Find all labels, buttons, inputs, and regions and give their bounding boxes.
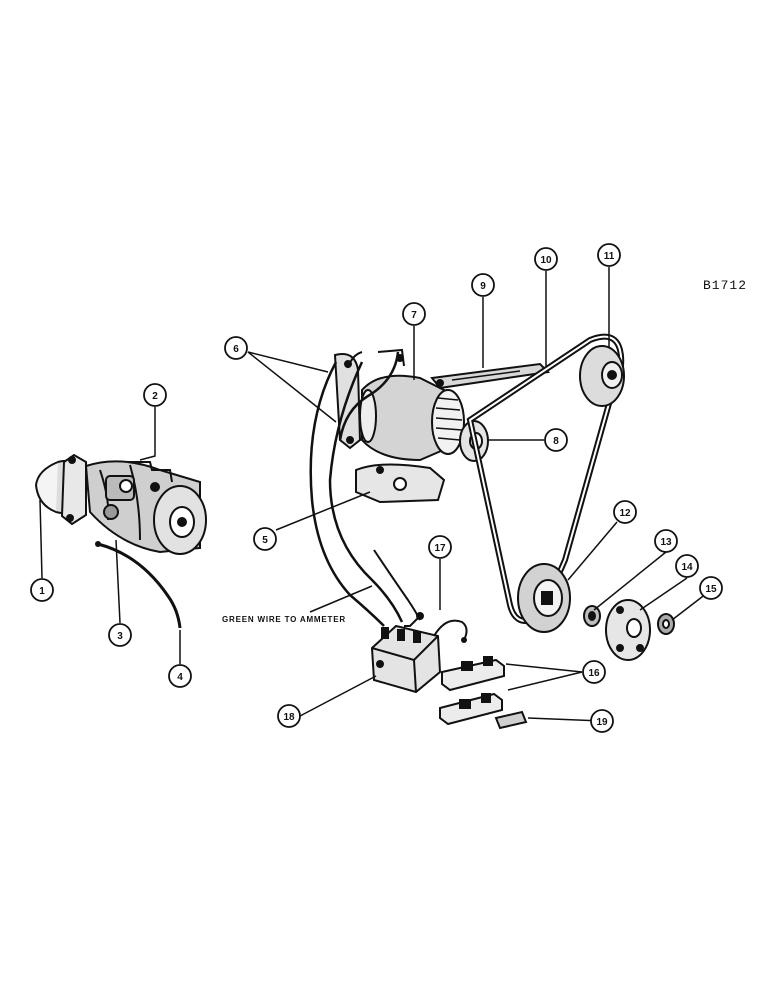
svg-text:13: 13 (660, 537, 672, 548)
svg-text:3: 3 (117, 631, 123, 642)
callout-1: 1 (30, 578, 54, 602)
crankshaft-pulley (517, 563, 571, 633)
callout-14: 14 (675, 554, 699, 578)
callout-5: 5 (253, 527, 277, 551)
callout-13: 13 (654, 529, 678, 553)
svg-text:7: 7 (411, 310, 417, 321)
callout-3: 3 (108, 623, 132, 647)
callout-16: 16 (582, 660, 606, 684)
callout-9: 9 (471, 273, 495, 297)
callout-15: 15 (699, 576, 723, 600)
svg-text:8: 8 (553, 436, 559, 447)
svg-text:18: 18 (283, 712, 295, 723)
spacer (583, 605, 601, 627)
leader-lines (39, 267, 712, 722)
svg-text:14: 14 (681, 562, 693, 573)
svg-text:1: 1 (39, 586, 45, 597)
svg-text:4: 4 (177, 672, 183, 683)
callout-19: 19 (590, 709, 614, 733)
callout-18: 18 (277, 704, 301, 728)
callout-11: 11 (597, 243, 621, 267)
callout-2: 2 (143, 383, 167, 407)
callout-10: 10 (534, 247, 558, 271)
svg-text:2: 2 (152, 391, 158, 402)
callout-12: 12 (613, 500, 637, 524)
fan-pulley (579, 345, 625, 407)
callout-17: 17 (428, 535, 452, 559)
svg-text:11: 11 (604, 251, 615, 262)
svg-text:9: 9 (480, 281, 486, 292)
starter-cable (97, 542, 182, 629)
voltage-regulator (370, 612, 442, 694)
svg-text:5: 5 (262, 535, 268, 546)
generator (333, 348, 465, 504)
ammeter-wire (373, 549, 421, 621)
callout-6: 6 (224, 336, 248, 360)
svg-text:10: 10 (540, 255, 552, 266)
figure-id: B1712 (703, 278, 747, 293)
svg-text:6: 6 (233, 344, 239, 355)
insulator-block (494, 710, 528, 730)
starter-motor (34, 453, 207, 555)
callout-4: 4 (168, 664, 192, 688)
hub-nut (657, 613, 675, 635)
brush-holders (439, 656, 505, 726)
callout-7: 7 (402, 302, 426, 326)
ground-strap (433, 619, 468, 641)
svg-text:12: 12 (619, 508, 631, 519)
generator-wires (309, 351, 404, 627)
svg-text:15: 15 (705, 584, 717, 595)
svg-text:16: 16 (588, 668, 600, 679)
pulley-hub (605, 599, 651, 661)
svg-text:19: 19 (596, 717, 608, 728)
callout-8: 8 (544, 428, 568, 452)
adjusting-strap (430, 362, 551, 390)
svg-text:17: 17 (434, 543, 446, 554)
ammeter-note: GREEN WIRE TO AMMETER (222, 615, 346, 624)
